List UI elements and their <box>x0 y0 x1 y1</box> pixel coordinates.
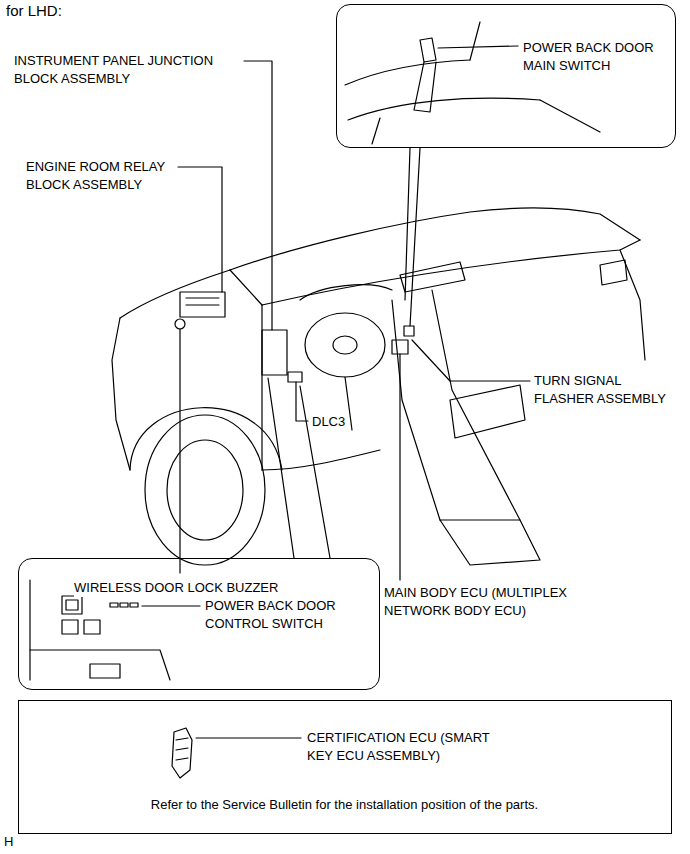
note-text: Refer to the Service Bulletin for the in… <box>151 796 538 814</box>
part-label: TURN SIGNAL FLASHER ASSEMBLY <box>534 372 676 408</box>
inset-panel: POWER BACK DOOR MAIN SWITCH <box>336 4 676 148</box>
part-label: H <box>4 833 13 851</box>
part-name: POWER BACK DOOR MAIN SWITCH <box>523 39 668 75</box>
part-label: MAIN BODY ECU (MULTIPLEX NETWORK BODY EC… <box>384 584 594 620</box>
inset-panel: POWER BACK DOOR CONTROL SWITCH <box>18 558 380 690</box>
page-title: for LHD: <box>6 2 62 20</box>
part-label: ENGINE ROOM RELAY BLOCK ASSEMBLY <box>26 158 174 194</box>
part-name: CERTIFICATION ECU (SMART KEY ECU ASSEMBL… <box>307 729 507 765</box>
part-label: WIRELESS DOOR LOCK BUZZER <box>74 579 278 597</box>
part-label: DLC3 <box>312 413 345 431</box>
part-name: POWER BACK DOOR CONTROL SWITCH <box>205 597 355 633</box>
note-box: CERTIFICATION ECU (SMART KEY ECU ASSEMBL… <box>18 700 672 834</box>
part-label: INSTRUMENT PANEL JUNCTION BLOCK ASSEMBLY <box>14 52 239 88</box>
